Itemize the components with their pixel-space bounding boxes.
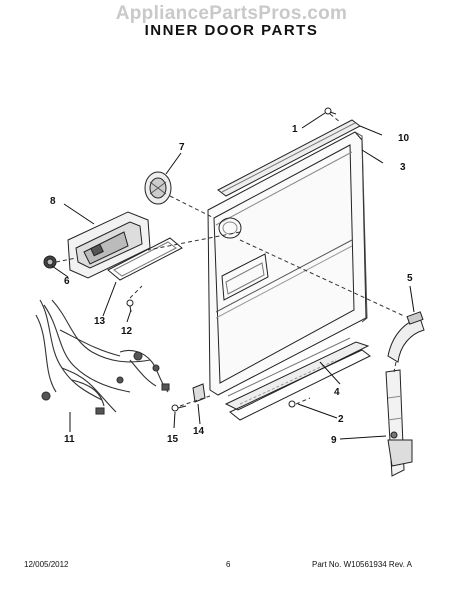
callout-14: 14 bbox=[193, 426, 205, 437]
rinse-aid-cap bbox=[144, 171, 172, 205]
footer-page: 6 bbox=[226, 560, 231, 569]
top-screw bbox=[324, 107, 337, 115]
callout-13: 13 bbox=[94, 316, 106, 327]
leader-lines bbox=[51, 112, 415, 440]
dispenser-assembly bbox=[67, 211, 151, 279]
watermark: AppliancePartsPros.com bbox=[115, 3, 348, 24]
callout-11: 11 bbox=[64, 434, 75, 445]
diverter-elbow bbox=[387, 311, 425, 363]
wire-harness bbox=[35, 299, 170, 415]
trim-screw bbox=[288, 400, 296, 408]
callout-3: 3 bbox=[400, 162, 406, 173]
assembly-lines bbox=[55, 113, 405, 407]
callout-1: 1 bbox=[292, 124, 298, 135]
callout-8: 8 bbox=[50, 196, 56, 207]
dispenser-gasket bbox=[107, 237, 183, 281]
footer-part-number: Part No. W10561934 Rev. A bbox=[312, 560, 412, 569]
bottom-vent-trim bbox=[224, 337, 371, 421]
callout-12: 12 bbox=[121, 326, 133, 337]
page-title: INNER DOOR PARTS bbox=[144, 22, 319, 39]
dispenser-knob bbox=[43, 255, 57, 269]
bracket-screw bbox=[171, 404, 187, 412]
callout-4: 4 bbox=[334, 387, 340, 398]
hinge-bracket bbox=[192, 383, 206, 403]
callout-6: 6 bbox=[64, 276, 70, 287]
callout-15: 15 bbox=[167, 434, 179, 445]
callout-7: 7 bbox=[179, 142, 185, 153]
inner-door-panel bbox=[207, 131, 368, 396]
feed-tube bbox=[385, 369, 413, 477]
callout-5: 5 bbox=[407, 273, 413, 284]
footer-date: 12/005/2012 bbox=[24, 560, 69, 569]
callout-2: 2 bbox=[338, 414, 344, 425]
callout-9: 9 bbox=[331, 435, 337, 446]
callout-10: 10 bbox=[398, 133, 410, 144]
dispenser-screw bbox=[126, 299, 134, 313]
